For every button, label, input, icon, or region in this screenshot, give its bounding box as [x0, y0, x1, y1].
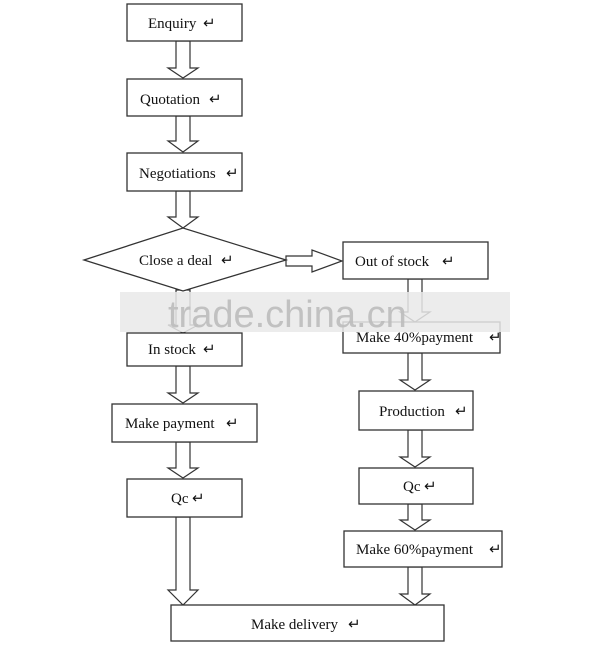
- return-mark-icon: ↵: [203, 16, 216, 32]
- return-mark-icon: ↵: [209, 92, 222, 108]
- arrow-negotiations-to-close-deal: [166, 190, 200, 229]
- label-make-40-payment: Make 40%payment: [356, 330, 474, 346]
- arrow-make-60-payment-to-make-delivery: [398, 566, 432, 606]
- label-negotiations: Negotiations: [139, 166, 216, 182]
- return-mark-icon: ↵: [489, 542, 502, 558]
- label-close-deal: Close a deal: [139, 253, 212, 269]
- node-negotiations: Negotiations ↵: [126, 152, 243, 192]
- return-mark-icon: ↵: [424, 479, 437, 495]
- node-qc-left: Qc ↵: [126, 478, 243, 518]
- label-out-of-stock: Out of stock: [355, 254, 430, 270]
- arrow-qc-left-to-make-delivery: [166, 516, 200, 606]
- label-production: Production: [379, 404, 445, 420]
- arrow-enquiry-to-quotation: [166, 40, 200, 79]
- label-quotation: Quotation: [140, 92, 200, 108]
- node-quotation: Quotation ↵: [126, 78, 243, 117]
- label-enquiry: Enquiry: [148, 16, 197, 32]
- label-make-delivery: Make delivery: [251, 617, 339, 633]
- arrow-make-payment-to-qc-left: [166, 441, 200, 479]
- return-mark-icon: ↵: [226, 166, 239, 182]
- arrow-in-stock-to-make-payment: [166, 365, 200, 404]
- return-mark-icon: ↵: [192, 491, 205, 507]
- node-out-of-stock: Out of stock ↵: [342, 241, 489, 280]
- watermark: trade.china.cn: [120, 292, 510, 336]
- arrow-qc-right-to-make-60-payment: [398, 503, 432, 531]
- return-mark-icon: ↵: [455, 404, 468, 420]
- return-mark-icon: ↵: [203, 342, 216, 358]
- return-mark-icon: ↵: [489, 330, 502, 346]
- node-close-deal: Close a deal ↵: [81, 227, 289, 292]
- node-make-delivery: Make delivery ↵: [170, 604, 445, 642]
- label-make-payment: Make payment: [125, 416, 215, 432]
- flow-arrows: [166, 40, 432, 606]
- return-mark-icon: ↵: [442, 254, 455, 270]
- label-qc-right: Qc: [403, 479, 421, 495]
- label-qc-left: Qc: [171, 491, 189, 507]
- label-make-60-payment: Make 60%payment: [356, 542, 474, 558]
- arrow-production-to-qc-right: [398, 429, 432, 468]
- arrow-close-deal-to-out-of-stock: [285, 249, 344, 273]
- node-production: Production ↵: [358, 390, 474, 431]
- watermark-text: trade.china.cn: [168, 294, 407, 336]
- node-enquiry: Enquiry ↵: [126, 3, 243, 42]
- watermark-band: [120, 292, 510, 332]
- node-make-payment: Make payment ↵: [111, 403, 258, 443]
- node-in-stock: In stock ↵: [126, 332, 243, 367]
- node-qc-right: Qc ↵: [358, 467, 474, 505]
- label-in-stock: In stock: [148, 342, 196, 358]
- arrow-quotation-to-negotiations: [166, 115, 200, 153]
- node-make-60-payment: Make 60%payment ↵: [343, 530, 503, 568]
- return-mark-icon: ↵: [226, 416, 239, 432]
- return-mark-icon: ↵: [348, 617, 361, 633]
- return-mark-icon: ↵: [221, 253, 234, 269]
- arrow-make-40-payment-to-production: [398, 352, 432, 391]
